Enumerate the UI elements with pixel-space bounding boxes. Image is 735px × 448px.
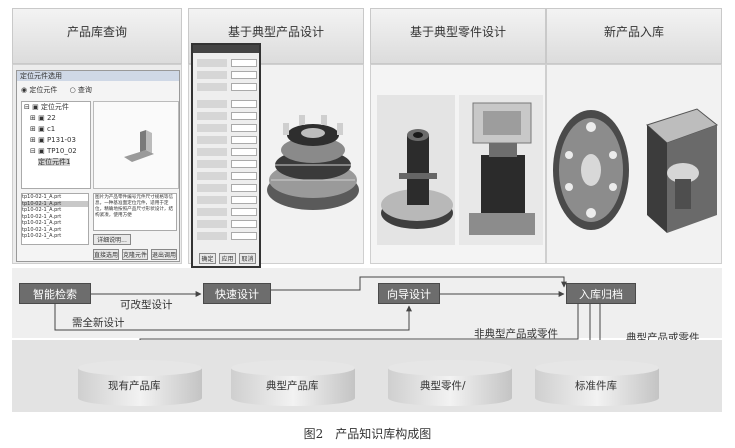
clone-part-button[interactable]: 克隆元件 xyxy=(122,249,148,260)
bracket-part-icon xyxy=(124,130,154,162)
param-row[interactable] xyxy=(197,208,257,216)
file-list[interactable]: tp10-02-1_A.prt tp10-02-1_A.prt tp10-02-… xyxy=(21,193,89,245)
tree-item[interactable]: ⊞ ▣ P131-03 xyxy=(30,136,76,144)
quick-design-box: 快速设计 xyxy=(203,283,271,304)
db-typical-part: 典型零件/ xyxy=(420,380,466,392)
panel-title: 基于典型产品设计 xyxy=(227,25,324,39)
ok-button[interactable]: 确定 xyxy=(199,253,216,264)
tree-item[interactable]: ⊞ ▣ c1 xyxy=(30,125,56,133)
file-item[interactable]: tp10-02-1_A.prt xyxy=(22,220,62,226)
db-existing-product: 现有产品库 xyxy=(108,380,161,392)
window-titlebar: 定位元件选用 xyxy=(17,71,179,81)
file-item[interactable]: tp10-02-1_A.prt xyxy=(22,207,62,213)
tree-item[interactable]: ⊞ ▣ 22 xyxy=(30,114,56,122)
part-preview xyxy=(93,101,179,189)
panel-typical-part-header: 基于典型零件设计 xyxy=(370,8,546,64)
param-row[interactable] xyxy=(197,112,257,120)
panel-new-product-body xyxy=(546,64,722,264)
database-icon xyxy=(535,360,659,406)
database-cylinders xyxy=(78,360,659,406)
archive-box: 入库归档 xyxy=(566,283,636,304)
software-window: 定位元件选用 ◉ 定位元件 ○ 查询 ⊟ ▣ 定位元件 ⊞ ▣ 22 ⊞ ▣ c… xyxy=(16,70,180,262)
param-row[interactable] xyxy=(197,83,257,91)
guided-design-box: 向导设计 xyxy=(378,283,440,304)
tree-view[interactable]: ⊟ ▣ 定位元件 ⊞ ▣ 22 ⊞ ▣ c1 ⊞ ▣ P131-03 ⊟ ▣ T… xyxy=(21,101,91,189)
detail-button[interactable]: 详细说明... xyxy=(93,234,131,245)
file-item[interactable]: tp10-02-1_A.prt xyxy=(22,213,62,220)
tree-item[interactable]: 定位元件1 xyxy=(38,158,71,166)
panel-title: 基于典型零件设计 xyxy=(409,25,506,39)
exit-button[interactable]: 退出调用 xyxy=(151,249,177,260)
panel-typical-product-body: 确定 应用 取消 xyxy=(188,43,364,268)
file-item[interactable]: tp10-02-1_A.prt xyxy=(22,200,88,207)
dialog-titlebar xyxy=(193,45,259,53)
part-render-1 xyxy=(377,95,455,245)
boxed-fixture-icon xyxy=(646,108,719,233)
param-row[interactable] xyxy=(197,100,257,108)
param-row[interactable] xyxy=(197,232,257,240)
fixture-assembly-icon xyxy=(267,115,359,210)
database-icon xyxy=(231,360,355,406)
file-item[interactable]: tp10-02-1_A.prt xyxy=(22,233,62,239)
select-directly-button[interactable]: 直接选用 xyxy=(93,249,119,260)
file-item[interactable]: tp10-02-1_A.prt xyxy=(22,226,62,233)
param-dialog: 确定 应用 取消 xyxy=(191,43,261,268)
panel-typical-part-body xyxy=(370,64,546,264)
radio-locate[interactable]: ◉ 定位元件 xyxy=(21,86,58,94)
round-fixture-plate-icon xyxy=(553,110,629,230)
description-box: 图片为产品零件编号元件尺寸规格等信息，一种基准面定位元件，适用于定位，精确地按照… xyxy=(93,193,177,231)
modifiable-label: 可改型设计 xyxy=(120,299,173,311)
database-icon xyxy=(388,360,512,406)
param-row[interactable] xyxy=(197,124,257,132)
param-row[interactable] xyxy=(197,59,257,67)
cylindrical-part-icon xyxy=(381,129,453,229)
panel-title: 新产品入库 xyxy=(603,25,664,39)
new-design-label: 需全新设计 xyxy=(72,317,125,329)
non-typical-label: 非典型产品或零件 xyxy=(474,328,558,340)
param-row[interactable] xyxy=(197,184,257,192)
param-row[interactable] xyxy=(197,172,257,180)
param-row[interactable] xyxy=(197,71,257,79)
param-row[interactable] xyxy=(197,160,257,168)
figure-caption: 图2 产品知识库构成图 xyxy=(303,427,432,441)
file-item[interactable]: tp10-02-1_A.prt xyxy=(22,194,62,200)
param-row[interactable] xyxy=(197,220,257,228)
die-block-part-icon xyxy=(469,102,535,235)
param-row[interactable] xyxy=(197,196,257,204)
param-row[interactable] xyxy=(197,136,257,144)
cancel-button[interactable]: 取消 xyxy=(239,253,256,264)
db-standard-part: 标准件库 xyxy=(575,380,617,392)
db-typical-product: 典型产品库 xyxy=(266,380,319,392)
apply-button[interactable]: 应用 xyxy=(219,253,236,264)
param-row[interactable] xyxy=(197,148,257,156)
radio-row: ◉ 定位元件 ○ 查询 xyxy=(21,85,92,95)
tree-item[interactable]: ⊟ ▣ TP10_02 xyxy=(30,147,77,155)
radio-query[interactable]: ○ 查询 xyxy=(69,86,92,94)
part-render-2 xyxy=(459,95,543,245)
database-icon xyxy=(78,360,202,406)
tree-item[interactable]: ⊟ ▣ 定位元件 xyxy=(24,103,69,111)
panel-product-query-header: 产品库查询 xyxy=(12,8,182,64)
smart-search-box: 智能检索 xyxy=(19,283,91,304)
panel-new-product-header: 新产品入库 xyxy=(546,8,722,64)
panel-title: 产品库查询 xyxy=(66,25,127,39)
panel-product-query-body: 定位元件选用 ◉ 定位元件 ○ 查询 ⊟ ▣ 定位元件 ⊞ ▣ 22 ⊞ ▣ c… xyxy=(12,64,182,264)
